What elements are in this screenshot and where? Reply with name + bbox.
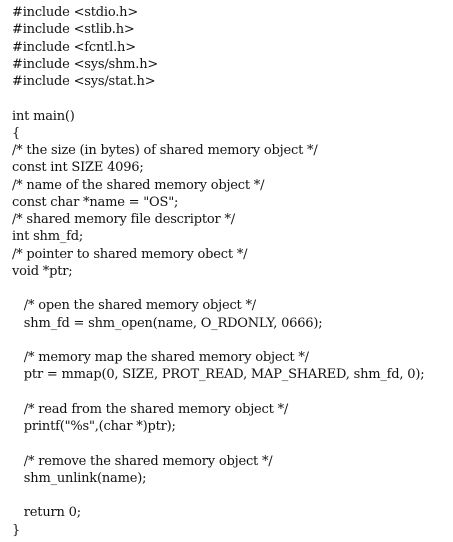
blank-line [12,384,424,401]
blank-line [12,332,424,349]
code-line: return 0; [12,505,81,521]
code-line: } [12,522,21,538]
code-line: ptr = mmap(0, SIZE, PROT_READ, MAP_SHARE… [12,367,425,383]
code-line: int shm_fd; [12,229,84,245]
code-line: /* the size (in bytes) of shared memory … [12,143,318,158]
code-line: #include <sys/shm.h> [12,56,159,72]
code-line: printf("%s",(char *)ptr); [12,419,176,434]
code-line: /* read from the shared memory object */ [12,401,289,417]
code-line: { [12,125,21,141]
blank-line [12,280,424,297]
code-line: shm_unlink(name); [12,470,147,486]
blank-line [12,90,424,107]
blank-line [12,435,424,452]
code-line: #include <sys/stat.h> [12,74,156,89]
code-line: /* name of the shared memory object */ [12,177,265,193]
code-line: /* memory map the shared memory object *… [12,350,309,365]
code-line: #include <stdio.h> [12,5,139,20]
code-line: /* pointer to shared memory obect */ [12,246,248,262]
code-line: /* shared memory file descriptor */ [12,212,235,227]
code-line: #include <stlib.h> [12,22,135,38]
code-line: /* open the shared memory object */ [12,298,256,314]
code-line: const int SIZE 4096; [12,160,144,176]
code-listing: #include <stdio.h>#include <stlib.h>#inc… [12,4,425,539]
code-line: shm_fd = shm_open(name, O_RDONLY, 0666); [12,315,323,331]
code-line: /* remove the shared memory object */ [12,453,273,469]
code-line: #include <fcntl.h> [12,39,136,55]
code-line: int main() [12,108,75,124]
blank-line [12,487,424,504]
code-line: const char *name = "OS"; [12,194,179,210]
code-line: void *ptr; [12,263,73,279]
